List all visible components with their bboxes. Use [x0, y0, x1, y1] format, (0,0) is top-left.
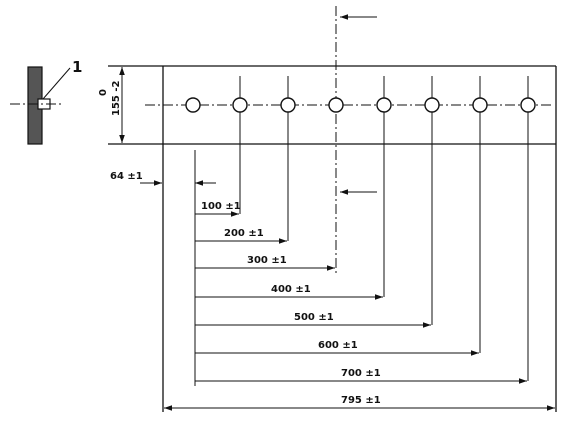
callout-number: 1 [72, 58, 82, 76]
hole [185, 97, 201, 113]
edge-dimension: 64 ±1 [110, 171, 216, 186]
height-dimension-upper: 0 [98, 89, 109, 96]
hole [376, 97, 392, 113]
height-dimension-lower: 155 -2 [111, 80, 122, 116]
hole-dimension-label: 200 ±1 [224, 228, 264, 239]
callout-leader [42, 67, 71, 100]
hole-dimension-label: 400 ±1 [271, 284, 311, 295]
hole [520, 97, 536, 113]
hole-dimension-label: 500 ±1 [294, 312, 334, 323]
total-dimension-label: 795 ±1 [341, 395, 381, 406]
hole-dimensions: 100 ±1 200 ±1 300 ±1 400 ±1 500 ±1 600 ±1 700 … [195, 201, 527, 384]
section-marker [335, 6, 377, 276]
hole [472, 97, 488, 113]
plate-front-view [108, 65, 557, 412]
side-view: 1 [10, 58, 82, 145]
height-dimension: 0 155 -2 [98, 67, 125, 143]
edge-dimension-label: 64 ±1 [110, 171, 143, 182]
hole [328, 97, 344, 113]
hole-dimension-label: 700 ±1 [341, 368, 381, 379]
hole-dimension-label: 600 ±1 [318, 340, 358, 351]
total-dimension: 795 ±1 [164, 395, 555, 411]
hole [424, 97, 440, 113]
hole [280, 97, 296, 113]
hole-dimension-label: 300 ±1 [247, 255, 287, 266]
hole-dimension-label: 100 ±1 [201, 201, 241, 212]
hole [232, 97, 248, 113]
